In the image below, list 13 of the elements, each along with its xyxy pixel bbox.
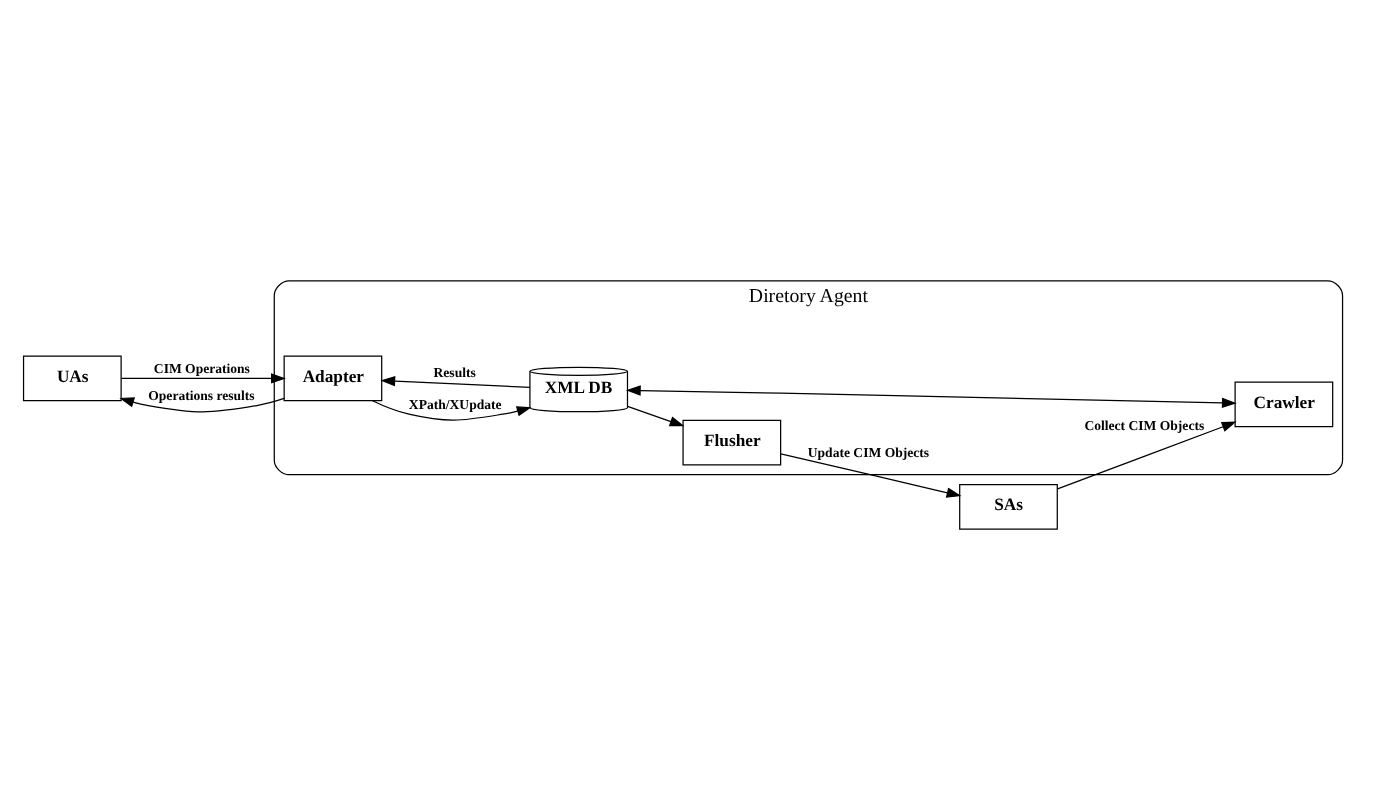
node-box: Crawler bbox=[1234, 381, 1334, 428]
arrow bbox=[371, 400, 532, 421]
node-box: SAs bbox=[959, 484, 1058, 530]
arrow bbox=[625, 385, 1237, 409]
node-box: UAs bbox=[22, 355, 122, 402]
arrow bbox=[1056, 421, 1237, 490]
arrow bbox=[627, 405, 685, 427]
arrow bbox=[380, 376, 531, 388]
node-box: Adapter bbox=[283, 355, 383, 402]
node-box: Flusher bbox=[682, 419, 782, 466]
arrow bbox=[120, 373, 286, 384]
arrow bbox=[780, 453, 962, 498]
arrow bbox=[119, 397, 285, 413]
